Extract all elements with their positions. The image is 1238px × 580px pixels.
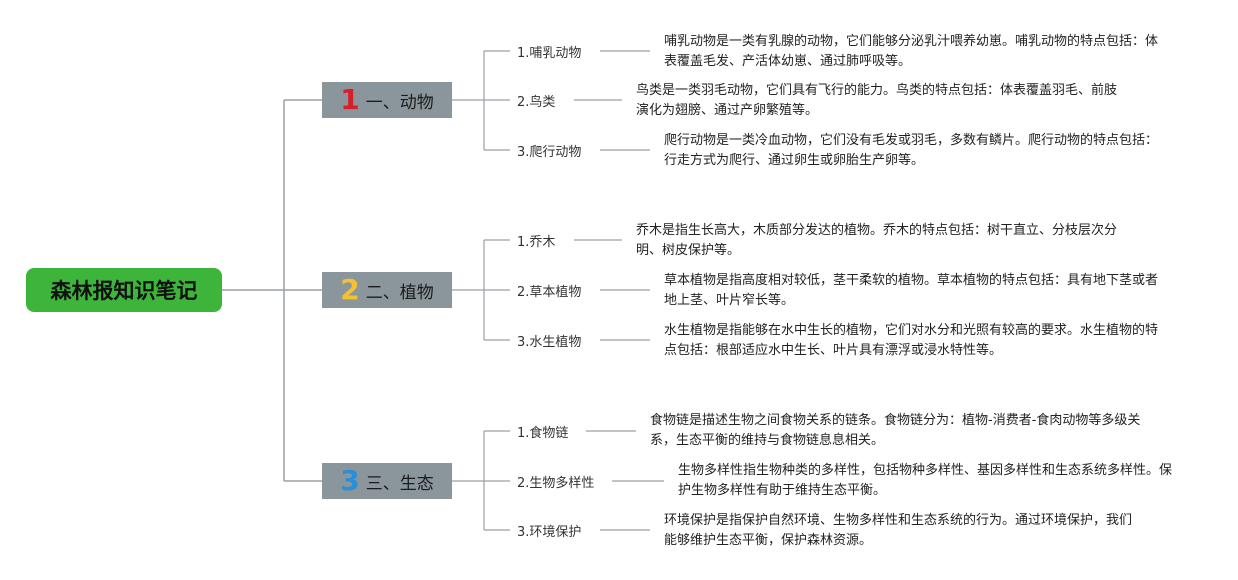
category-node-ecology[interactable]: 3 三、生态 (322, 463, 452, 499)
desc-herbs: 草本植物是指高度相对较低，茎干柔软的植物。草本植物的特点包括：具有地下茎或者地上… (664, 273, 1159, 308)
subnode-birds[interactable]: 2.鸟类 (517, 95, 556, 110)
category-title: 一、动物 (365, 92, 434, 113)
category-title: 二、植物 (365, 282, 434, 303)
subnode-food-chain[interactable]: 1.食物链 (517, 426, 569, 441)
subnode-mammals[interactable]: 1.哺乳动物 (517, 46, 582, 61)
desc-mammals: 哺乳动物是一类有乳腺的动物，它们能够分泌乳汁喂养幼崽。哺乳动物的特点包括：体表覆… (664, 34, 1159, 69)
category-title: 三、生态 (365, 473, 434, 494)
desc-biodiversity: 生物多样性指生物种类的多样性，包括物种多样性、基因多样性和生态系统多样性。保护生… (678, 463, 1173, 498)
subnode-aquatic-plants[interactable]: 3.水生植物 (517, 335, 582, 350)
number-1-icon: 1 (340, 83, 360, 116)
subnode-biodiversity[interactable]: 2.生物多样性 (517, 476, 595, 491)
desc-reptiles: 爬行动物是一类冷血动物，它们没有毛发或羽毛，多数有鳞片。爬行动物的特点包括：行走… (664, 133, 1159, 168)
category-node-plants[interactable]: 2 二、植物 (322, 272, 452, 308)
subnode-reptiles[interactable]: 3.爬行动物 (517, 145, 582, 160)
desc-birds: 鸟类是一类羽毛动物，它们具有飞行的能力。鸟类的特点包括：体表覆盖羽毛、前肢演化为… (636, 83, 1118, 118)
desc-environment-protection: 环境保护是指保护自然环境、生物多样性和生态系统的行为。通过环境保护，我们能够维护… (664, 513, 1133, 548)
root-node[interactable]: 森林报知识笔记 (26, 268, 222, 312)
desc-trees: 乔木是指生长高大，木质部分发达的植物。乔木的特点包括：树干直立、分枝层次分明、树… (636, 223, 1118, 258)
desc-food-chain: 食物链是描述生物之间食物关系的链条。食物链分为：植物-消费者-食肉动物等多级关系… (650, 413, 1141, 448)
desc-aquatic-plants: 水生植物是指能够在水中生长的植物，它们对水分和光照有较高的要求。水生植物的特点包… (664, 323, 1159, 358)
subnode-herbs[interactable]: 2.草本植物 (517, 285, 582, 300)
subnode-environment-protection[interactable]: 3.环境保护 (517, 525, 582, 540)
subnode-trees[interactable]: 1.乔木 (517, 235, 556, 250)
number-2-icon: 2 (340, 273, 360, 306)
number-3-icon: 3 (340, 464, 360, 497)
category-node-animals[interactable]: 1 一、动物 (322, 82, 452, 118)
